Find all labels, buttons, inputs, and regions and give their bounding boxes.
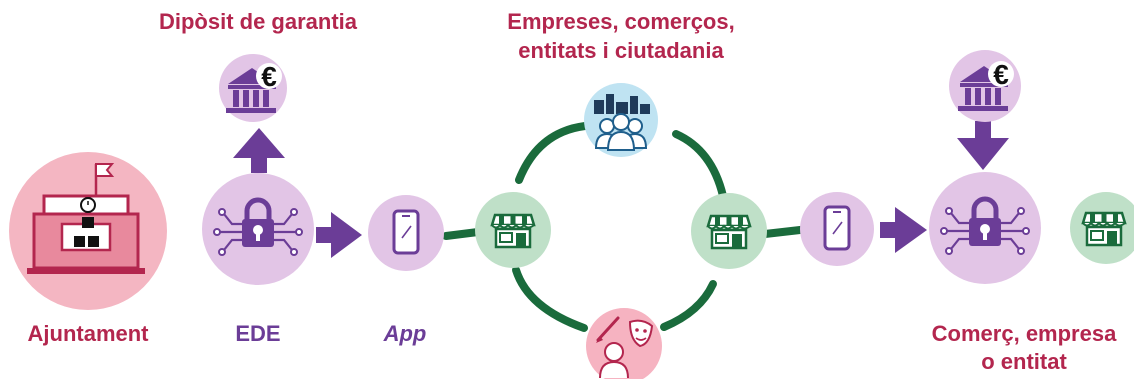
arrow-ede-to-app: [316, 212, 362, 258]
connector-shop-app: [761, 226, 804, 238]
circulation-loop: [442, 122, 804, 332]
city-council-label: Ajuntament: [27, 321, 149, 346]
connector-app-shop: [442, 228, 482, 240]
app-right-node: [800, 192, 874, 266]
smartphone-icon: [392, 209, 420, 255]
city-hall-icon: [27, 163, 145, 274]
shop-icon: [1081, 211, 1127, 247]
shop-far-right-node: [1070, 192, 1134, 264]
deposit-bank-node: [219, 54, 287, 122]
flow-arc-top-left: [515, 122, 589, 184]
shop-icon: [706, 214, 752, 250]
city-hall-node: [9, 152, 167, 310]
culture-node: [586, 308, 662, 379]
participants-label-line1: Empreses, comerços,: [507, 9, 735, 34]
shop-right-node: [691, 193, 767, 269]
purple-arrows: [233, 121, 1009, 258]
participants-label-line2: entitats i ciutadania: [518, 38, 724, 63]
culture-masks-icon: [596, 316, 654, 379]
smartphone-icon: [823, 205, 851, 251]
shop-icon: [490, 213, 536, 249]
flow-arc-bottom-left: [512, 266, 588, 332]
merchant-label-line1: Comerç, empresa: [931, 321, 1117, 346]
arrow-down-to-merchant: [957, 121, 1009, 170]
shop-left-node: [475, 192, 551, 268]
flow-arc-top-right: [672, 130, 727, 200]
app-left-node: [368, 195, 444, 271]
citizens-city-icon: [594, 94, 650, 151]
merchant-node: [929, 172, 1041, 284]
arrow-up-to-deposit: [233, 128, 285, 173]
merchant-label-line2: o entitat: [981, 349, 1067, 374]
flow-arc-bottom-right: [660, 280, 717, 331]
ede-label: EDE: [235, 321, 281, 346]
arrow-app-to-merchant: [880, 207, 927, 253]
citizens-node: [584, 83, 658, 157]
ede-node: [202, 173, 314, 285]
app-label: App: [383, 321, 427, 346]
deposit-label: Dipòsit de garantia: [158, 9, 358, 34]
merchant-bank-node: [949, 50, 1021, 122]
